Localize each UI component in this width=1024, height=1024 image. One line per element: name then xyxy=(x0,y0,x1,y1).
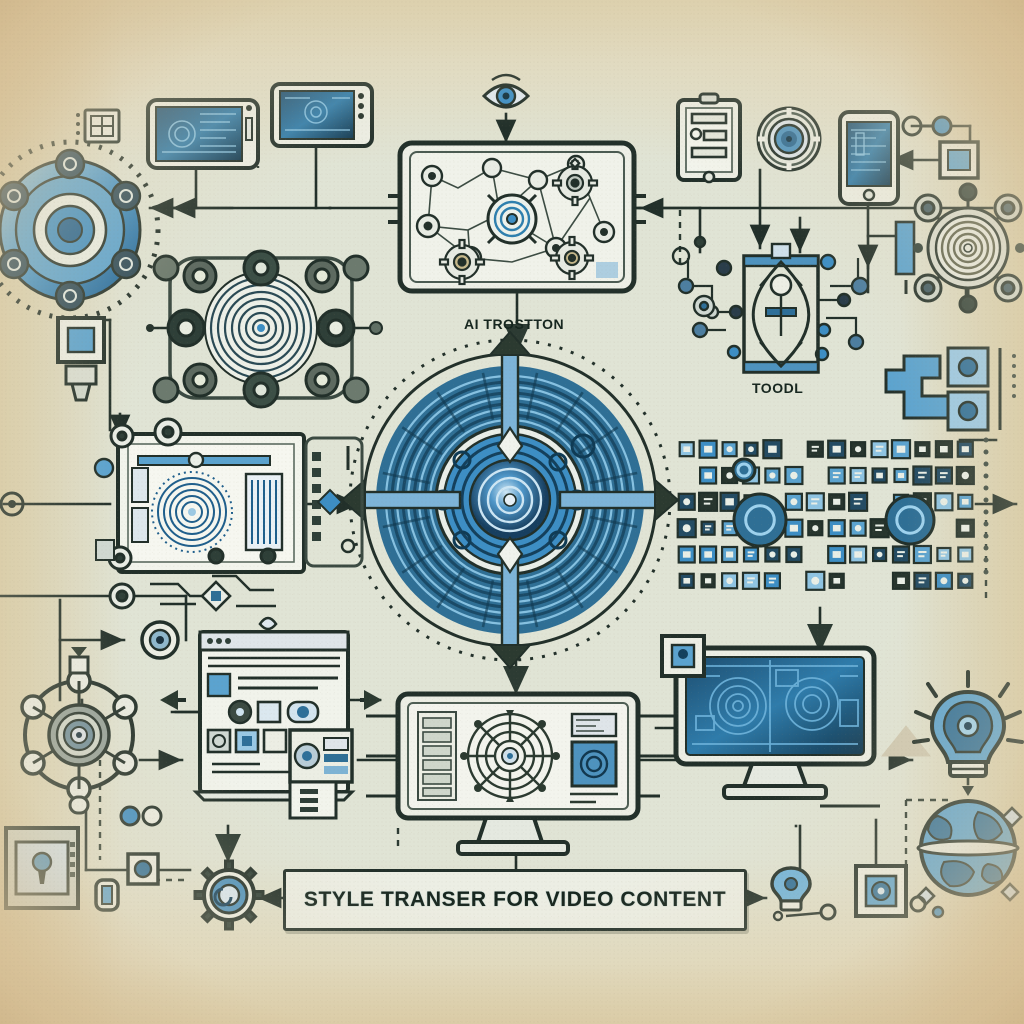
icon-tile-glyph xyxy=(832,445,841,453)
icon-tile-glyph xyxy=(704,551,712,558)
tablet-a-graphic xyxy=(146,98,260,170)
top-network-panel-graphic xyxy=(388,140,646,294)
icon-tile-glyph xyxy=(832,525,841,532)
icon-tile-glyph xyxy=(940,446,948,453)
right-monitor-graphic xyxy=(660,634,932,808)
icon-tile-glyph xyxy=(705,578,712,584)
icon-tile-glyph xyxy=(812,525,819,532)
icon-tile-glyph xyxy=(704,445,713,453)
icon-tile[interactable] xyxy=(697,491,719,512)
icon-tile[interactable] xyxy=(849,466,867,485)
icon-tile-glyph xyxy=(897,472,905,479)
icon-tile-glyph xyxy=(832,551,841,558)
icon-tile[interactable] xyxy=(763,572,782,590)
bl-radial-cluster-graphic xyxy=(20,647,138,815)
icon-tile-glyph xyxy=(854,524,862,532)
icon-tile-glyph xyxy=(683,498,691,506)
icon-tile-glyph xyxy=(769,472,776,479)
icon-tile[interactable] xyxy=(827,466,846,485)
tablet-b-graphic xyxy=(270,82,374,148)
icon-tile-glyph xyxy=(897,577,905,584)
icon-grid-emphasis-disc[interactable] xyxy=(731,457,757,483)
icon-tile-glyph xyxy=(855,446,862,453)
icon-tile-glyph xyxy=(833,578,841,584)
icon-tile-glyph xyxy=(790,498,798,506)
icon-tile[interactable] xyxy=(742,546,760,563)
center-monitor-graphic xyxy=(366,691,676,856)
icon-tile-glyph xyxy=(961,499,969,505)
bottom-left-gear-graphic xyxy=(193,859,265,931)
icon-grid-emphasis-disc[interactable] xyxy=(732,492,788,548)
icon-tile-glyph xyxy=(726,446,733,453)
target-lens-graphic xyxy=(756,106,822,172)
icon-tile-glyph xyxy=(876,472,883,479)
bottom-right-bulb-graphic xyxy=(770,866,837,922)
left-image-panel-graphic xyxy=(93,417,364,612)
icon-tile[interactable] xyxy=(870,440,889,459)
icon-tile-glyph xyxy=(854,551,862,558)
icon-tile-glyph xyxy=(961,446,969,453)
icon-tile-glyph xyxy=(790,471,798,480)
right-blue-shapes-graphic xyxy=(884,346,1016,432)
globe-graphic xyxy=(916,799,1023,906)
thumbnail-card-graphic xyxy=(288,728,354,820)
icon-tile-glyph xyxy=(961,551,969,558)
icon-tile-glyph xyxy=(811,576,820,585)
icon-tile-glyph xyxy=(725,498,734,506)
icon-tile-grid-graphic xyxy=(676,439,975,591)
icon-tile-glyph xyxy=(726,472,733,479)
tool-node-label: TOODL xyxy=(752,380,804,396)
icon-tile[interactable] xyxy=(936,546,952,563)
bl-frame-panel-graphic xyxy=(4,826,80,910)
icon-tile-glyph xyxy=(876,551,883,558)
icon-tile-glyph xyxy=(962,577,969,584)
icon-tile[interactable] xyxy=(934,466,954,485)
icon-tile-glyph xyxy=(940,498,948,506)
icon-tile-glyph xyxy=(833,498,841,505)
icon-tile-glyph xyxy=(789,524,798,532)
clipboard-doc-graphic xyxy=(676,92,742,184)
icon-tile-glyph xyxy=(896,445,906,453)
icon-tile-glyph xyxy=(682,551,691,558)
icon-tile-glyph xyxy=(768,445,777,453)
icon-tile[interactable] xyxy=(805,492,825,512)
icon-tile-glyph xyxy=(961,471,969,480)
icon-tile[interactable] xyxy=(847,491,869,512)
icon-tile[interactable] xyxy=(741,571,761,590)
page-title: STYLE TRANSER FOR VIDEO CONTENT xyxy=(303,888,727,911)
left-gear-disc-graphic xyxy=(0,139,161,321)
icon-grid-emphasis-disc[interactable] xyxy=(884,494,936,546)
ai-node-label: AI TROSTTON xyxy=(464,316,565,332)
lightbulb-graphic xyxy=(912,670,1024,796)
icon-tile[interactable] xyxy=(912,544,933,565)
tool-node-field-graphic xyxy=(671,235,870,374)
center-disc-graphic xyxy=(340,330,680,670)
icon-tile-glyph xyxy=(769,551,776,558)
icon-tile[interactable] xyxy=(913,571,932,590)
icon-tile-glyph xyxy=(683,578,691,584)
icon-tile-glyph xyxy=(683,446,691,452)
top-left-chip-graphic xyxy=(76,108,121,144)
icon-tile[interactable] xyxy=(806,440,824,458)
hub-cluster-graphic xyxy=(146,249,383,409)
icon-tile-glyph xyxy=(940,577,948,585)
icon-tile-glyph xyxy=(682,524,691,533)
smartphone-graphic xyxy=(838,110,900,206)
icon-tile[interactable] xyxy=(912,465,933,486)
title-plate: STYLE TRANSER FOR VIDEO CONTENT xyxy=(283,869,747,931)
icon-tile-glyph xyxy=(748,446,754,453)
right-hub-radial-graphic xyxy=(894,182,1024,314)
icon-tile-glyph xyxy=(726,551,734,558)
icon-tile[interactable] xyxy=(700,520,716,536)
right-dotted-column xyxy=(983,437,989,575)
icon-tile[interactable] xyxy=(891,545,911,564)
icon-tile-glyph xyxy=(919,446,926,452)
bl-small-nodes xyxy=(94,805,163,912)
icon-tile-glyph xyxy=(704,472,712,479)
icon-tile-glyph xyxy=(790,551,798,558)
icon-tile-glyph xyxy=(726,577,733,585)
icon-tile-glyph xyxy=(961,524,970,532)
eye-icon-graphic xyxy=(481,73,531,109)
